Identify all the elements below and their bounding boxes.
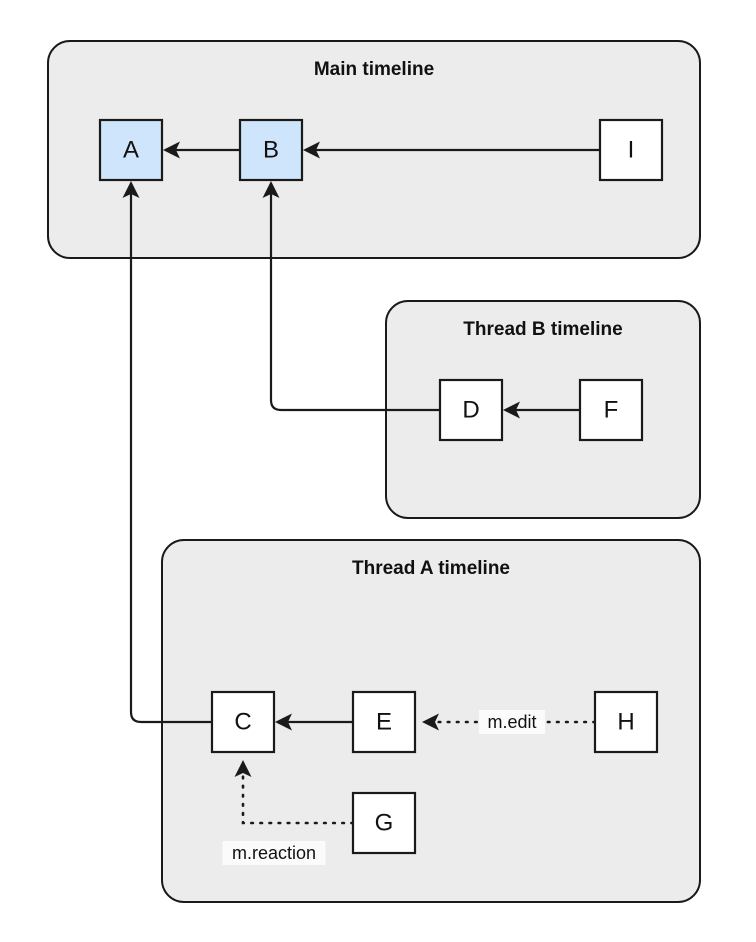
event-node-E[interactable]: E: [351, 690, 417, 754]
edge-d-to-b: [262, 181, 440, 412]
timeline-group-title-thread_b: Thread B timeline: [463, 319, 622, 340]
edge-arrowhead-f-to-d: [503, 401, 520, 419]
event-node-box-H[interactable]: [593, 690, 659, 754]
edge-arrowhead-e-to-c: [275, 713, 292, 731]
event-node-label-B: B: [263, 136, 279, 163]
timeline-group-title-main: Main timeline: [314, 59, 434, 80]
relationship-labels: m.edit m.reaction: [222, 710, 545, 865]
event-node-label-E: E: [376, 708, 392, 735]
relationship-edges: [122, 141, 600, 825]
edge-g-to-c: [234, 760, 355, 825]
edge-arrowhead-b-to-a: [163, 141, 180, 159]
edge-label-text-h-to-e: m.edit: [487, 712, 536, 732]
event-node-label-F: F: [604, 396, 619, 423]
edge-arrowhead-c-to-a: [122, 181, 140, 198]
event-nodes: A B I D F C E H G: [98, 118, 664, 855]
edge-label-text-g-to-c: m.reaction: [232, 843, 316, 863]
event-node-label-G: G: [375, 809, 394, 836]
event-node-label-I: I: [628, 136, 635, 163]
event-node-C[interactable]: C: [210, 690, 276, 754]
edge-e-to-c: [275, 713, 353, 731]
event-node-box-E[interactable]: [351, 690, 417, 754]
edge-line-d-to-b: [269, 188, 440, 412]
event-node-D[interactable]: D: [438, 378, 504, 442]
edge-arrowhead-h-to-e: [422, 713, 439, 731]
event-node-box-F[interactable]: [578, 378, 644, 442]
event-node-box-A[interactable]: [98, 118, 164, 182]
event-node-B[interactable]: B: [238, 118, 304, 182]
edge-arrowhead-i-to-b: [303, 141, 320, 159]
event-node-box-G[interactable]: [351, 791, 417, 855]
event-node-G[interactable]: G: [351, 791, 417, 855]
event-node-box-D[interactable]: [438, 378, 504, 442]
edge-f-to-d: [503, 401, 580, 419]
event-node-label-H: H: [617, 708, 634, 735]
timeline-group-title-thread_a: Thread A timeline: [352, 558, 510, 579]
event-node-label-A: A: [123, 136, 139, 163]
event-node-box-C[interactable]: [210, 690, 276, 754]
event-node-box-I[interactable]: [598, 118, 664, 182]
edge-label-background-h-to-e: [479, 710, 545, 734]
event-node-label-D: D: [462, 396, 479, 423]
edge-line-c-to-a: [129, 188, 212, 724]
edge-label-h-to-e: m.edit: [479, 710, 545, 734]
event-node-label-C: C: [234, 708, 251, 735]
edge-label-background-g-to-c: [222, 841, 326, 865]
event-node-A[interactable]: A: [98, 118, 164, 182]
edge-c-to-a: [122, 181, 212, 724]
event-node-H[interactable]: H: [593, 690, 659, 754]
edge-i-to-b: [303, 141, 600, 159]
event-node-F[interactable]: F: [578, 378, 644, 442]
edge-line-g-to-c: [241, 767, 355, 825]
edge-label-g-to-c: m.reaction: [222, 841, 326, 865]
edge-arrowhead-g-to-c: [234, 760, 252, 777]
event-node-box-B[interactable]: [238, 118, 304, 182]
edge-arrowhead-d-to-b: [262, 181, 280, 198]
event-node-I[interactable]: I: [598, 118, 664, 182]
edge-b-to-a: [163, 141, 240, 159]
